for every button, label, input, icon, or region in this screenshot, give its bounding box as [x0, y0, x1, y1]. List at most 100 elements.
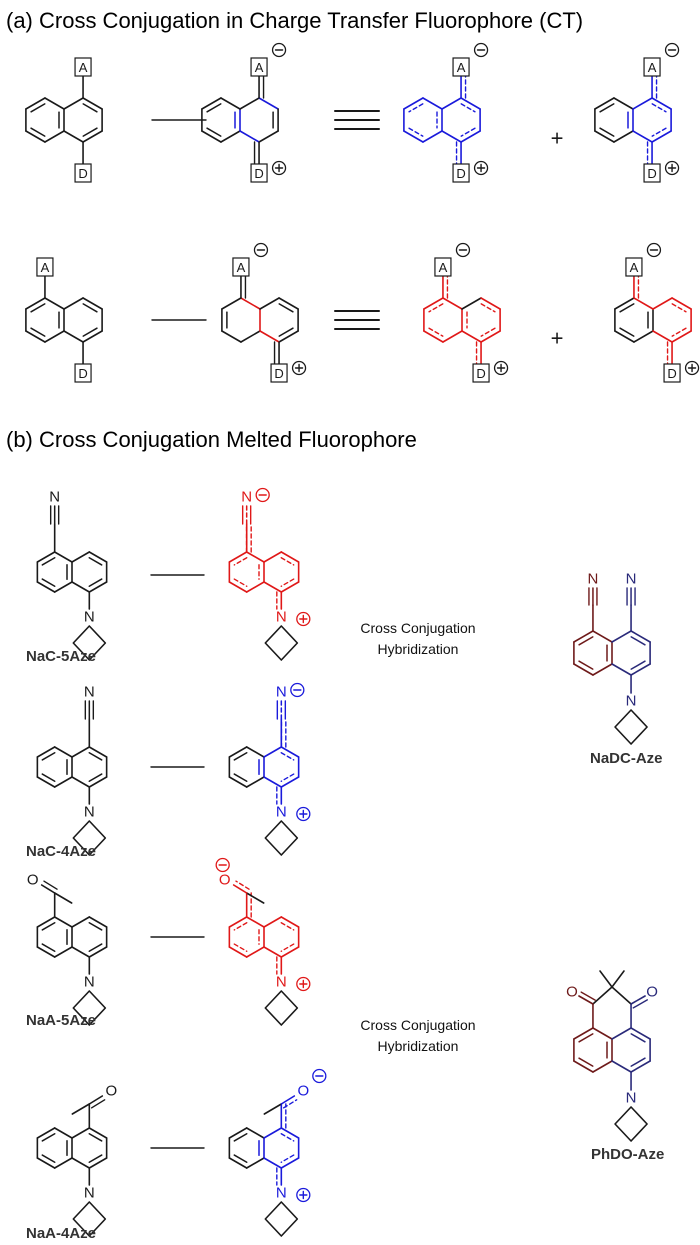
methyl-bond	[611, 970, 625, 988]
partial-bond	[408, 103, 424, 113]
double-bond	[619, 303, 635, 313]
ring-bond	[263, 776, 283, 788]
ring-bond	[88, 946, 108, 958]
ring-bond	[82, 97, 103, 110]
exocyclic-bond	[40, 884, 56, 894]
partial-bond	[233, 922, 248, 931]
acceptor-box	[452, 57, 470, 77]
ring-bond	[82, 330, 103, 343]
ring-bond	[44, 297, 65, 310]
oxygen-atom: O	[646, 984, 658, 1001]
oxygen-atom: O	[27, 872, 39, 889]
azetidine-ring-icon	[72, 990, 107, 1026]
exocyclic-bond	[630, 995, 646, 1005]
ring-bond	[480, 330, 501, 343]
partial-bond	[408, 127, 424, 137]
ring-bond	[239, 130, 260, 143]
resonance-arrow-icon	[151, 119, 207, 121]
ring-bond	[594, 130, 615, 143]
ring-bond	[280, 1127, 300, 1139]
ring-bond	[25, 297, 46, 310]
ring-bond	[63, 130, 84, 143]
donor-box	[452, 163, 470, 183]
nitrogen-atom: N	[276, 804, 287, 821]
ring-bond	[201, 130, 222, 143]
ring-bond	[53, 916, 73, 928]
ring-bond	[36, 1127, 56, 1139]
ring-bond	[53, 551, 73, 563]
ring-bond	[592, 630, 613, 643]
ring-bond	[258, 97, 279, 110]
double-bond	[233, 773, 248, 783]
nitrogen-atom: N	[84, 974, 95, 991]
donor-box	[663, 363, 681, 383]
double-bond	[82, 303, 98, 313]
ring-bond	[441, 130, 462, 143]
partial-bond	[460, 127, 476, 137]
acceptor-box	[232, 257, 250, 277]
double-bond	[578, 1033, 594, 1043]
nitrogen-atom: N	[84, 804, 95, 821]
azetidine-ring-icon	[72, 820, 107, 856]
ring-bond	[594, 97, 615, 110]
ring-bond	[442, 297, 463, 310]
ring-bond	[263, 746, 283, 758]
ring-bond	[228, 551, 248, 563]
ring-bond	[263, 581, 283, 593]
ring-bond	[245, 776, 265, 788]
donor-label: D	[254, 166, 263, 181]
ring-bond	[259, 297, 280, 310]
partial-bond	[280, 1133, 295, 1142]
resonance-arrow-icon	[150, 766, 205, 768]
ring-bond	[592, 986, 613, 1005]
double-bond	[233, 1154, 248, 1164]
ring-bond	[82, 297, 103, 310]
ring-bond	[651, 130, 672, 143]
arrow-text-line1: Cross Conjugation	[360, 620, 476, 636]
ring-bond	[245, 581, 265, 593]
ring-bond	[573, 1027, 594, 1040]
oxygen-atom: O	[105, 1083, 117, 1100]
double-bond	[30, 303, 46, 313]
ring-bond	[63, 297, 84, 310]
ring-bond	[36, 946, 56, 958]
ring-bond	[613, 130, 634, 143]
ring-bond	[258, 130, 279, 143]
donor-box	[472, 363, 490, 383]
partial-bond	[280, 1154, 295, 1163]
label-nadc-aze: NaDC-Aze	[590, 750, 663, 767]
ring-bond	[228, 946, 248, 958]
ring-bond	[403, 130, 424, 143]
double-bond	[599, 127, 615, 137]
double-bond	[41, 1132, 56, 1142]
ring-bond	[461, 330, 482, 343]
partial-bond	[233, 578, 248, 587]
ring-bond	[25, 130, 46, 143]
ring-bond	[263, 1127, 283, 1139]
acceptor-box	[74, 57, 92, 77]
ring-bond	[228, 746, 248, 758]
azetidine-ring-icon	[264, 820, 299, 856]
ring-bond	[88, 581, 108, 593]
double-bond	[278, 303, 294, 313]
ring-bond	[633, 297, 654, 310]
donor-box	[643, 163, 661, 183]
resonance-arrow-icon	[151, 319, 207, 321]
ring-bond	[613, 97, 634, 110]
acceptor-label: A	[41, 260, 50, 275]
ring-bond	[573, 1060, 594, 1073]
partial-bond	[480, 327, 496, 337]
ring-bond	[220, 130, 241, 143]
partial-bond	[280, 578, 295, 587]
ring-bond	[422, 97, 443, 110]
ring-bond	[422, 130, 443, 143]
ring-bond	[36, 551, 56, 563]
label-nac-5aze: NaC-5Aze	[26, 648, 97, 665]
equivalence-icon	[334, 110, 380, 130]
double-bond	[233, 751, 248, 761]
ring-bond	[71, 776, 91, 788]
double-bond	[88, 921, 103, 931]
acceptor-box	[36, 257, 54, 277]
ring-bond	[651, 97, 672, 110]
